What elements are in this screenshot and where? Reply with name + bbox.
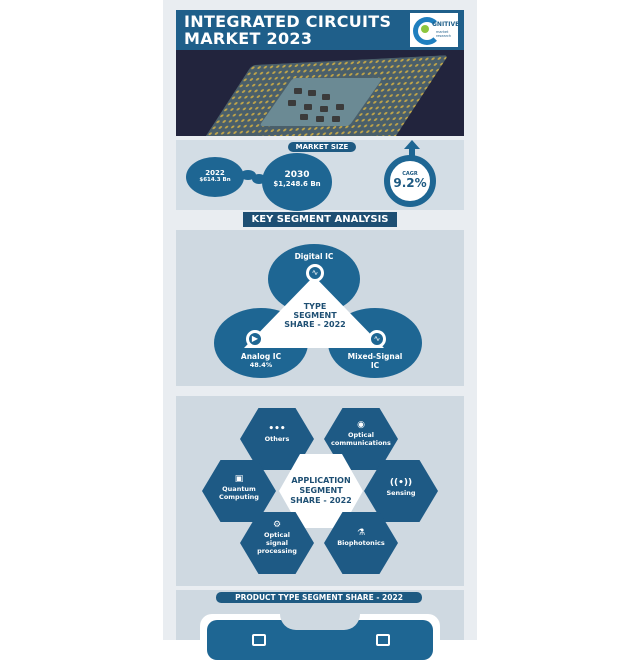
- type-segment-card: TYPE SEGMENT SHARE - 2022 Digital IC ∿ ▶…: [176, 230, 464, 386]
- value-2022: $614.3 Bn: [199, 177, 231, 183]
- key-segment-heading: KEY SEGMENT ANALYSIS: [243, 212, 397, 227]
- chip-die: [294, 88, 302, 94]
- center-line-1: TYPE: [303, 302, 327, 311]
- center-triangle: [244, 276, 384, 348]
- center-line-2: SEGMENT: [299, 486, 343, 495]
- chip-die: [320, 106, 328, 112]
- brand-logo: GNITIVE market research: [410, 13, 460, 47]
- app-label: Sensing: [386, 489, 416, 497]
- arrow-up-icon: [404, 140, 420, 149]
- app-label-3: processing: [257, 547, 297, 555]
- chip-die: [316, 116, 324, 122]
- chip-die: [288, 100, 296, 106]
- chip-die: [308, 90, 316, 96]
- arrow-stem: [409, 148, 415, 158]
- signal-icon: ((•)): [389, 478, 413, 488]
- product-panel-notch: [280, 614, 360, 630]
- chip-icon: ▣: [234, 474, 244, 484]
- app-label: Optical: [264, 531, 290, 539]
- product-segment-card: PRODUCT TYPE SEGMENT SHARE - 2022: [176, 590, 464, 660]
- analog-ic-label: Analog IC 48.4%: [228, 352, 294, 370]
- center-line-3: SHARE - 2022: [284, 320, 346, 329]
- logo-text: GNITIVE: [432, 21, 460, 28]
- market-size-card: MARKET SIZE 2022 $614.3 Bn 2030 $1,248.6…: [176, 140, 464, 211]
- bubble-connector: [240, 170, 256, 180]
- product-segment-heading: PRODUCT TYPE SEGMENT SHARE - 2022: [216, 592, 422, 603]
- app-quantum-computing: ▣ Quantum Computing: [202, 460, 276, 522]
- digital-ic-label: Digital IC: [294, 252, 334, 261]
- bubble-connector: [252, 174, 266, 184]
- app-sensing: ((•)) Sensing: [364, 460, 438, 522]
- router-icon: ◉: [357, 420, 365, 430]
- app-label: Others: [264, 435, 290, 443]
- processor-icon: ⚙: [272, 520, 282, 530]
- mixed-signal-name-2: IC: [370, 361, 380, 370]
- market-size-label: MARKET SIZE: [288, 142, 356, 152]
- app-label: Optical: [348, 431, 374, 439]
- center-line-2: SEGMENT: [293, 311, 337, 320]
- analog-ic-name: Analog IC: [240, 352, 282, 361]
- play-icon: ▶: [246, 330, 264, 348]
- chip-die: [300, 114, 308, 120]
- value-2030: $1,248.6 Bn: [273, 180, 321, 188]
- dots-icon: •••: [268, 424, 286, 434]
- wave-icon: ∿: [306, 264, 324, 282]
- app-label-2: signal: [266, 539, 288, 547]
- microscope-icon: ⚗: [356, 528, 366, 538]
- market-2030-bubble: 2030 $1,248.6 Bn: [262, 153, 332, 211]
- application-segment-card: ••• Others ◉ Optical communications ▣ Qu…: [176, 396, 464, 586]
- app-label-2: communications: [331, 439, 391, 447]
- logo-subtext: market research: [436, 30, 452, 38]
- mixed-signal-ic-label: Mixed-Signal IC: [340, 352, 410, 370]
- chip-die: [336, 104, 344, 110]
- type-segment-center-label: TYPE SEGMENT SHARE - 2022: [280, 302, 350, 329]
- title-line-1: INTEGRATED CIRCUITS: [184, 12, 392, 31]
- app-label: Quantum: [222, 485, 256, 493]
- cagr-badge: CAGR 9.2%: [384, 155, 436, 207]
- center-line-3: SHARE - 2022: [290, 496, 352, 505]
- hero-banner: INTEGRATED CIRCUITS MARKET 2023 GNITIVE …: [176, 10, 464, 136]
- mixed-signal-name: Mixed-Signal: [347, 352, 403, 361]
- app-label-2: Computing: [219, 493, 259, 501]
- cagr-value: 9.2%: [393, 176, 427, 190]
- year-2022: 2022: [205, 169, 225, 177]
- center-line-1: APPLICATION: [291, 476, 351, 485]
- cagr-label: CAGR: [402, 171, 418, 177]
- chip-die: [322, 94, 330, 100]
- logo-dot-icon: [421, 25, 429, 33]
- app-optical-communications: ◉ Optical communications: [324, 408, 398, 470]
- chip-die: [332, 116, 340, 122]
- chip-die: [304, 104, 312, 110]
- product-icon: [252, 634, 266, 646]
- title-line-2: MARKET 2023: [184, 29, 313, 48]
- analog-ic-share: 48.4%: [249, 361, 273, 369]
- market-2022-bubble: 2022 $614.3 Bn: [186, 157, 244, 197]
- wave-icon: ∿: [368, 330, 386, 348]
- product-icon: [376, 634, 390, 646]
- cognitive-c-logo-icon: [413, 17, 441, 45]
- app-label: Biophotonics: [337, 539, 385, 547]
- year-2030: 2030: [284, 170, 310, 180]
- page-title: INTEGRATED CIRCUITS MARKET 2023: [184, 13, 391, 47]
- title-bar: INTEGRATED CIRCUITS MARKET 2023 GNITIVE …: [176, 10, 464, 50]
